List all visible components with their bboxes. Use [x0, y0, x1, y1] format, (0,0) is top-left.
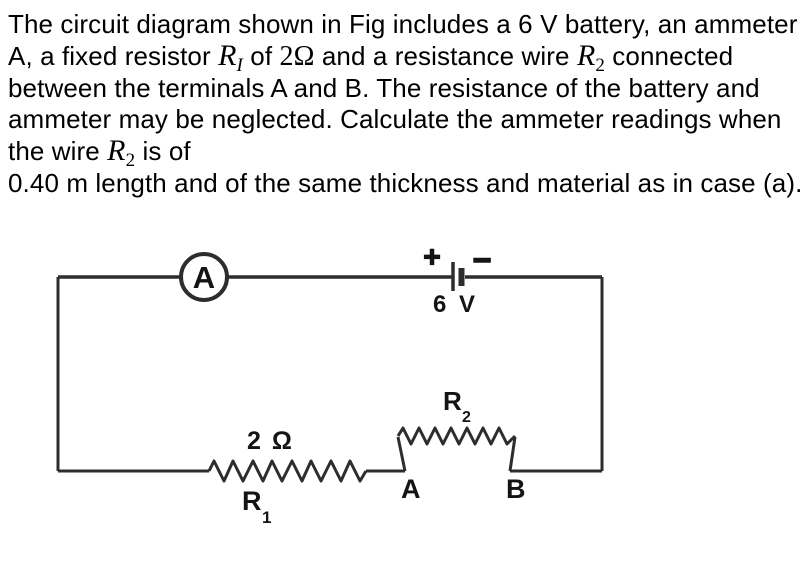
problem-text-segment: between the terminals A and B. The resis… — [8, 72, 760, 103]
ammeter-label: A — [193, 260, 215, 295]
problem-text-segment: ammeter may be neglected. Calculate the … — [8, 104, 782, 135]
problem-line-6: 0.40 m length and of the same thickness … — [8, 168, 800, 200]
problem-line-2: A, a fixed resistor RI of 2Ω and a resis… — [8, 38, 800, 76]
ammeter-icon — [179, 252, 229, 302]
problem-text: The circuit diagram shown in Fig include… — [8, 9, 800, 200]
battery-voltage-label: 6 V — [433, 291, 478, 318]
problem-text-segment: is of — [135, 136, 191, 167]
problem-text-segment: R — [107, 134, 126, 168]
problem-text-segment: connected — [604, 40, 734, 71]
problem-text-segment: of — [242, 40, 280, 71]
resistor-r2-right-leg — [508, 436, 517, 472]
problem-text-segment: 2 — [125, 150, 136, 172]
battery-minus-sign: − — [473, 242, 492, 278]
problem-line-4: ammeter may be neglected. Calculate the … — [8, 104, 800, 136]
resistor-r2-name-label: R — [443, 386, 462, 416]
problem-text-segment: 2Ω — [279, 40, 315, 72]
resistor-r1-subscript: 1 — [262, 508, 271, 527]
battery-plus-sign: + — [423, 241, 441, 274]
resistor-r1-zigzag — [207, 459, 368, 483]
problem-line-5: the wire R2 is of — [8, 134, 800, 172]
problem-text-segment: R — [218, 38, 237, 72]
problem-text-segment: A, a fixed resistor — [8, 40, 219, 71]
problem-line-3: between the terminals A and B. The resis… — [8, 73, 800, 105]
problem-text-segment: The circuit diagram shown in Fig include… — [8, 9, 798, 39]
problem-text-segment: the wire — [8, 136, 108, 167]
resistor-r1-name-label: R — [242, 486, 262, 516]
problem-line-1: The circuit diagram shown in Fig include… — [8, 9, 800, 41]
problem-text-segment: 2 — [595, 54, 605, 76]
terminal-b-label: B — [506, 474, 526, 504]
problem-text-segment: 0.40 m length and of the same thickness … — [8, 167, 800, 198]
resistor-r2-subscript: 2 — [462, 409, 471, 426]
resistor-r2-left-leg — [396, 436, 407, 472]
terminal-a-label: A — [401, 474, 421, 504]
problem-text-segment: R — [576, 38, 596, 72]
resistor-r2-zigzag — [396, 426, 517, 446]
resistor-r1-value-label: 2 Ω — [247, 427, 294, 455]
problem-text-segment: I — [236, 54, 243, 76]
problem-text-segment: and a resistance wire — [314, 40, 577, 71]
